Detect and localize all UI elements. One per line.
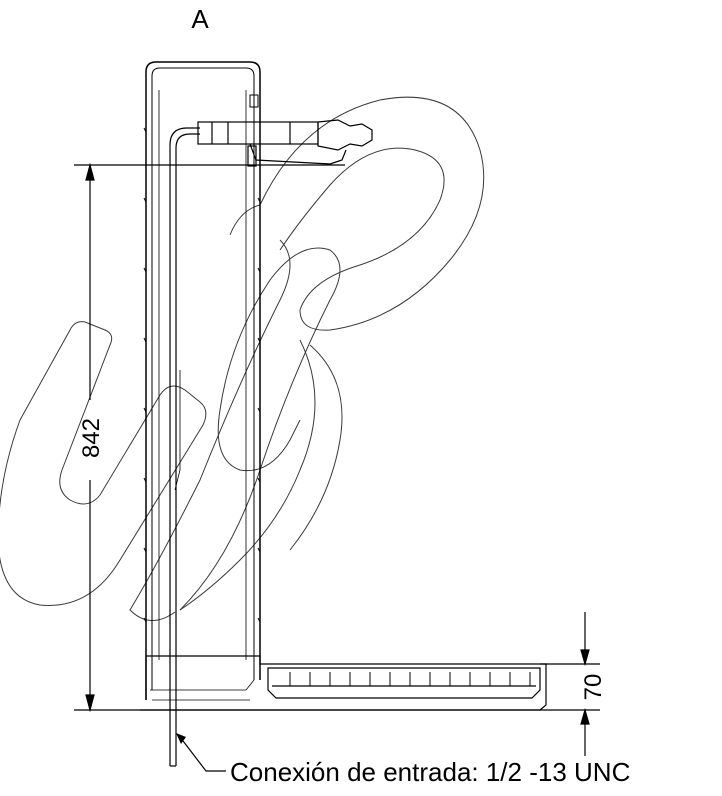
dimension-842-label: 842 <box>78 418 105 458</box>
inlet-connection-label: Conexión de entrada: 1/2 -13 UNC <box>230 757 630 787</box>
inlet-callout-arrowhead <box>176 733 186 744</box>
inlet-tube <box>169 127 200 767</box>
view-label: A <box>191 4 209 34</box>
tower-body <box>145 61 261 700</box>
faucet-spout <box>197 119 373 167</box>
dimension-70-label: 70 <box>580 674 607 701</box>
dimension-842 <box>74 162 345 713</box>
dimension-70 <box>540 612 600 756</box>
watermark-logo <box>0 96 485 621</box>
inlet-callout-leader <box>179 736 226 772</box>
tower-hatch-marks <box>143 127 261 623</box>
drip-tray-grate <box>289 672 531 686</box>
drip-tray <box>140 655 547 711</box>
